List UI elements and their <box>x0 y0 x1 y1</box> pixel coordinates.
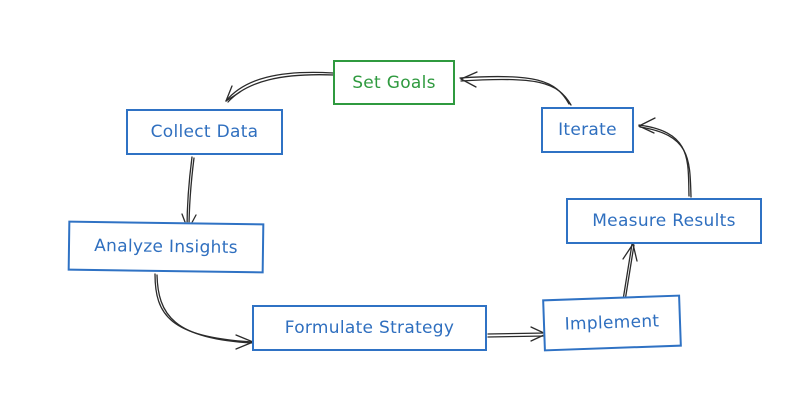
node-measure-results[interactable]: Measure Results <box>566 198 762 244</box>
edge-formulate-strategy-to-implement <box>487 326 547 342</box>
node-analyze-insights[interactable]: Analyze Insights <box>67 220 265 274</box>
node-iterate[interactable]: Iterate <box>541 107 634 153</box>
edge-set-goals-to-collect-data <box>225 71 335 103</box>
edge-measure-results-to-iterate <box>638 117 692 198</box>
node-collect-data[interactable]: Collect Data <box>126 109 283 155</box>
node-implement[interactable]: Implement <box>542 294 682 352</box>
node-formulate-strategy[interactable]: Formulate Strategy <box>252 305 487 351</box>
edge-iterate-to-set-goals <box>459 71 572 106</box>
edge-implement-to-measure-results <box>622 243 638 302</box>
node-set-goals[interactable]: Set Goals <box>333 60 455 105</box>
edge-collect-data-to-analyze-insights <box>181 156 197 231</box>
edge-analyze-insights-to-formulate-strategy <box>154 273 254 350</box>
